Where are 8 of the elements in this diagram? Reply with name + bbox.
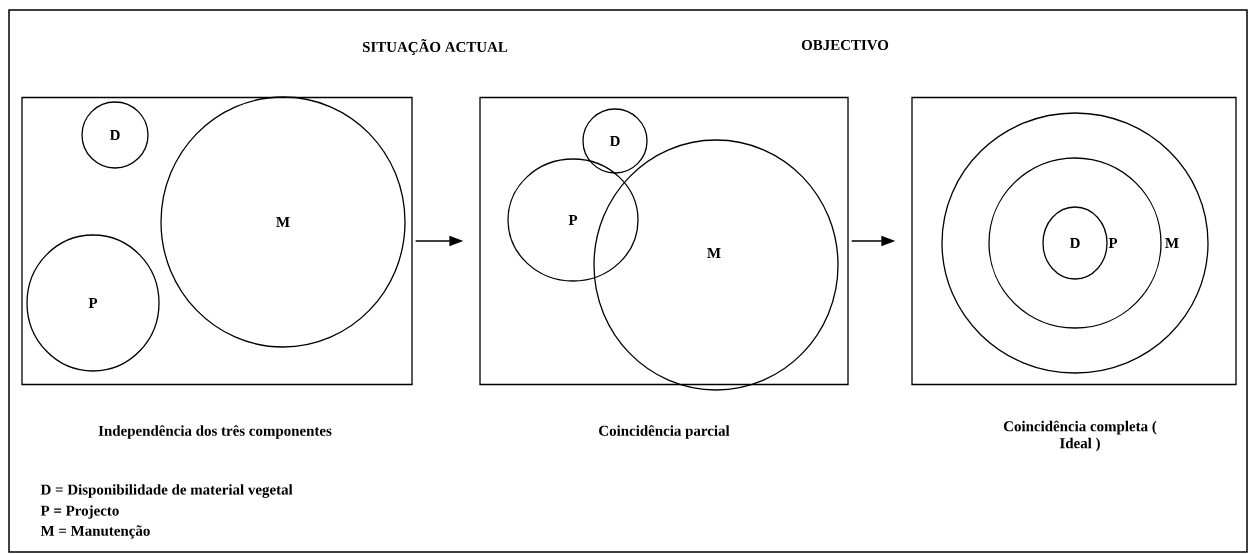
heading: SITUAÇÃO ACTUAL [362,39,508,55]
node-label: Coincidência parcial [599,425,730,439]
legend-text: M = Manutenção [40,525,150,539]
node-label: Independência dos três componentes [98,425,332,439]
heading: OBJECTIVO [801,39,889,51]
legend-text: P = Projecto [40,505,119,519]
legend-text: D = Disponibilidade de material vegetal [40,484,293,498]
node-label: Coincidência completa ( Ideal ) [1003,420,1157,452]
